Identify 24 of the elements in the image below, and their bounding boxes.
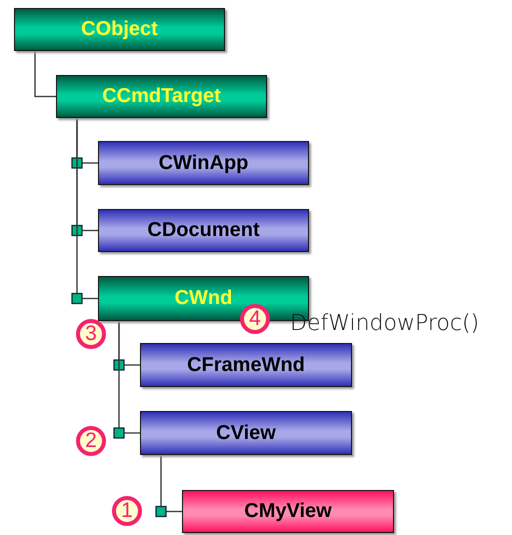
connector (34, 51, 56, 98)
callout-number: 3 (76, 319, 106, 349)
callout-number: 2 (76, 426, 106, 456)
class-name: CMyView (244, 500, 332, 523)
class-name: CCmdTarget (102, 85, 221, 108)
callout-number: 4 (240, 304, 270, 334)
class-name: CFrameWnd (187, 354, 305, 376)
class-name: CView (216, 422, 276, 444)
class-name: CDocument (147, 219, 260, 242)
class-box (56, 75, 267, 118)
class-name: CWinApp (158, 152, 248, 174)
class-box (98, 209, 309, 252)
class-box (14, 8, 225, 51)
connector (155, 455, 182, 518)
function-label: DefWindowProc() (290, 311, 480, 336)
connector (71, 118, 98, 304)
connector (113, 321, 140, 439)
class-name: CObject (81, 18, 158, 41)
class-box (140, 411, 352, 455)
class-name: CWnd (174, 287, 232, 310)
class-box (182, 490, 394, 533)
class-box (140, 343, 352, 387)
callout-number: 1 (112, 496, 142, 526)
class-box (98, 141, 309, 185)
